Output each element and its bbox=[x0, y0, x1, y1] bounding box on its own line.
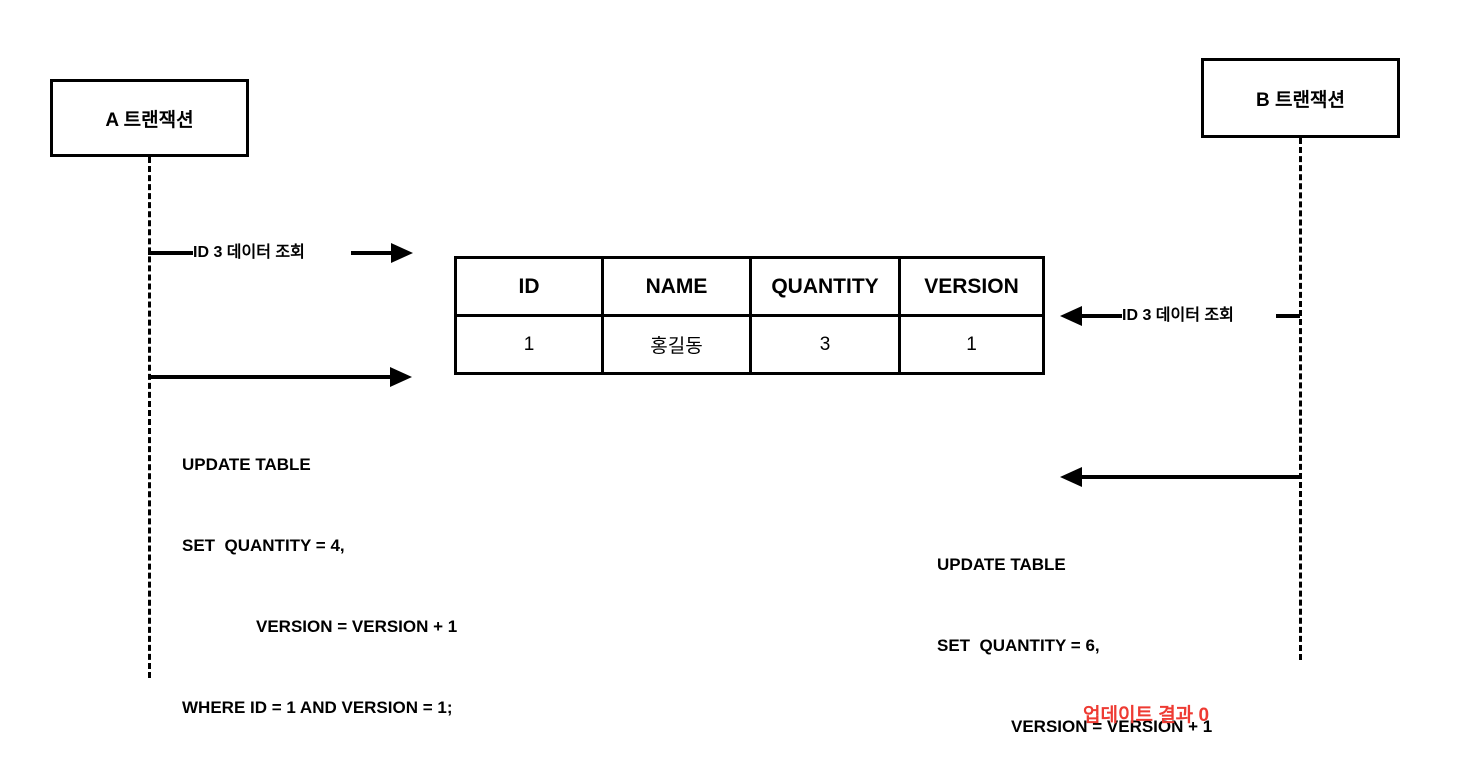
table-cell-name: 홍길동 bbox=[601, 314, 752, 375]
lifeline-b bbox=[1299, 138, 1302, 660]
table-header-name: NAME bbox=[601, 256, 752, 317]
message-arrow-b-update bbox=[1060, 465, 1300, 489]
message-arrow-a-select: ID 3 데이터 조회 bbox=[148, 241, 413, 265]
sql-b-line-2: SET QUANTITY = 6, bbox=[937, 636, 1100, 655]
arrow-shaft bbox=[1080, 475, 1300, 479]
actor-box-b: B 트랜잭션 bbox=[1201, 58, 1400, 138]
arrow-shaft bbox=[1082, 314, 1122, 318]
table-cell-version: 1 bbox=[898, 314, 1045, 375]
arrow-head-icon bbox=[1060, 467, 1082, 487]
arrow-shaft bbox=[150, 375, 392, 379]
sql-statement-a: UPDATE TABLE SET QUANTITY = 4, VERSION =… bbox=[182, 397, 457, 770]
table-header-id: ID bbox=[454, 256, 604, 317]
sql-a-line-3: VERSION = VERSION + 1 bbox=[256, 617, 458, 636]
sql-b-line-1: UPDATE TABLE bbox=[937, 555, 1066, 574]
actor-label-b: B 트랜잭션 bbox=[1256, 89, 1345, 111]
message-label-a-select: ID 3 데이터 조회 bbox=[193, 244, 305, 261]
lifeline-a bbox=[148, 157, 151, 678]
sql-a-line-1: UPDATE TABLE bbox=[182, 455, 311, 474]
arrow-head-icon bbox=[391, 243, 413, 263]
sql-statement-b: UPDATE TABLE SET QUANTITY = 6, VERSION =… bbox=[937, 497, 1212, 770]
arrow-head-icon bbox=[390, 367, 412, 387]
sql-a-line-2: SET QUANTITY = 4, bbox=[182, 536, 345, 555]
actor-label-a: A 트랜잭션 bbox=[105, 109, 194, 131]
arrow-shaft bbox=[148, 251, 193, 255]
table-cell-id: 1 bbox=[454, 314, 604, 375]
data-table: ID NAME QUANTITY VERSION 1 홍길동 3 1 bbox=[454, 256, 1045, 375]
arrow-shaft bbox=[351, 251, 391, 255]
table-header-version: VERSION bbox=[898, 256, 1045, 317]
table-row: 1 홍길동 3 1 bbox=[454, 314, 1045, 375]
arrow-head-icon bbox=[1060, 306, 1082, 326]
message-label-b-select: ID 3 데이터 조회 bbox=[1122, 307, 1234, 324]
message-arrow-b-select: ID 3 데이터 조회 bbox=[1060, 304, 1300, 328]
table-header-row: ID NAME QUANTITY VERSION bbox=[454, 256, 1045, 317]
sql-b-line-3: VERSION = VERSION + 1 bbox=[1011, 717, 1213, 736]
message-arrow-a-update bbox=[150, 365, 412, 389]
conflict-note-line-1: 업데이트 결과 0 bbox=[1083, 705, 1210, 726]
table-header-quantity: QUANTITY bbox=[749, 256, 901, 317]
actor-box-a: A 트랜잭션 bbox=[50, 79, 249, 157]
sql-a-line-4: WHERE ID = 1 AND VERSION = 1; bbox=[182, 698, 453, 717]
conflict-note: 업데이트 결과 0 (충돌 발생) bbox=[1083, 636, 1209, 770]
table-cell-quantity: 3 bbox=[749, 314, 901, 375]
arrow-shaft bbox=[1276, 314, 1300, 318]
